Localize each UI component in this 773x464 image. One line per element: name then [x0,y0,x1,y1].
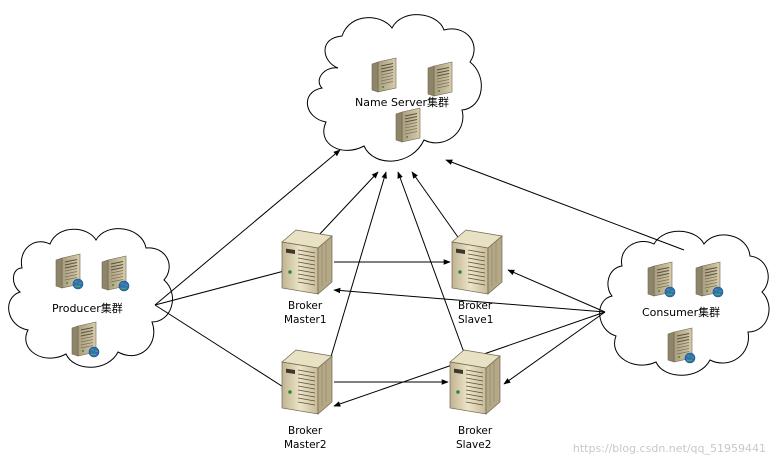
broker-master2-label-line2: Master2 [284,439,327,451]
producer-cluster: Producer集群 [52,254,129,357]
consumer-cluster: Consumer集群 [642,262,723,363]
arrow-consumer-to-nameserver [445,159,685,251]
server-icon [427,61,453,97]
rack-server-icon [281,349,333,415]
arrow-master2-to-nameserver [329,171,387,361]
consumer-cluster-label: Consumer集群 [642,305,720,319]
rack-server-icon [451,229,503,295]
web-server-icon [56,254,83,289]
web-server-icon [72,322,99,357]
server-icon [395,107,421,143]
arrow-master1-to-nameserver [317,171,379,237]
producer-cluster-label: Producer集群 [52,301,123,315]
arrow-producer-to-master1 [154,268,289,306]
name-server-cluster-label: Name Server集群 [355,95,449,109]
broker-slave1-label-line2: Slave1 [458,314,493,326]
connections [154,149,685,407]
broker-slave2: Broker Slave2 [449,349,501,451]
broker-slave2-label-line2: Slave2 [456,439,491,451]
watermark: https://blog.csdn.net/qq_51959441 [573,442,766,455]
arrow-slave1-to-nameserver [411,171,461,241]
server-icon [371,57,397,93]
broker-master2-label-line1: Broker [288,425,323,437]
broker-master2: Broker Master2 [281,349,333,451]
broker-master1-label-line1: Broker [288,300,323,312]
arrow-consumer-to-slave1 [507,269,606,313]
web-server-icon [668,328,695,363]
web-server-icon [102,256,129,291]
web-server-icon [648,262,675,297]
rack-server-icon [449,349,501,415]
broker-master1-label-line2: Master1 [284,314,327,326]
name-server-cluster: Name Server集群 [355,57,453,143]
arrow-consumer-to-slave2 [503,311,606,385]
arrow-consumer-to-master1 [333,287,606,313]
arrow-producer-to-nameserver [154,149,341,306]
broker-slave1-label-line1: Broker [458,300,493,312]
web-server-icon [696,262,723,297]
rack-server-icon [281,229,333,295]
broker-slave2-label-line1: Broker [458,425,493,437]
broker-master1: Broker Master1 [281,229,333,326]
broker-slave1: Broker Slave1 [451,229,503,326]
consumer-cluster-cloud [599,230,770,376]
arrow-slave2-to-nameserver [397,171,467,359]
arrow-producer-to-master2 [154,304,289,391]
producer-cluster-cloud [8,228,173,368]
